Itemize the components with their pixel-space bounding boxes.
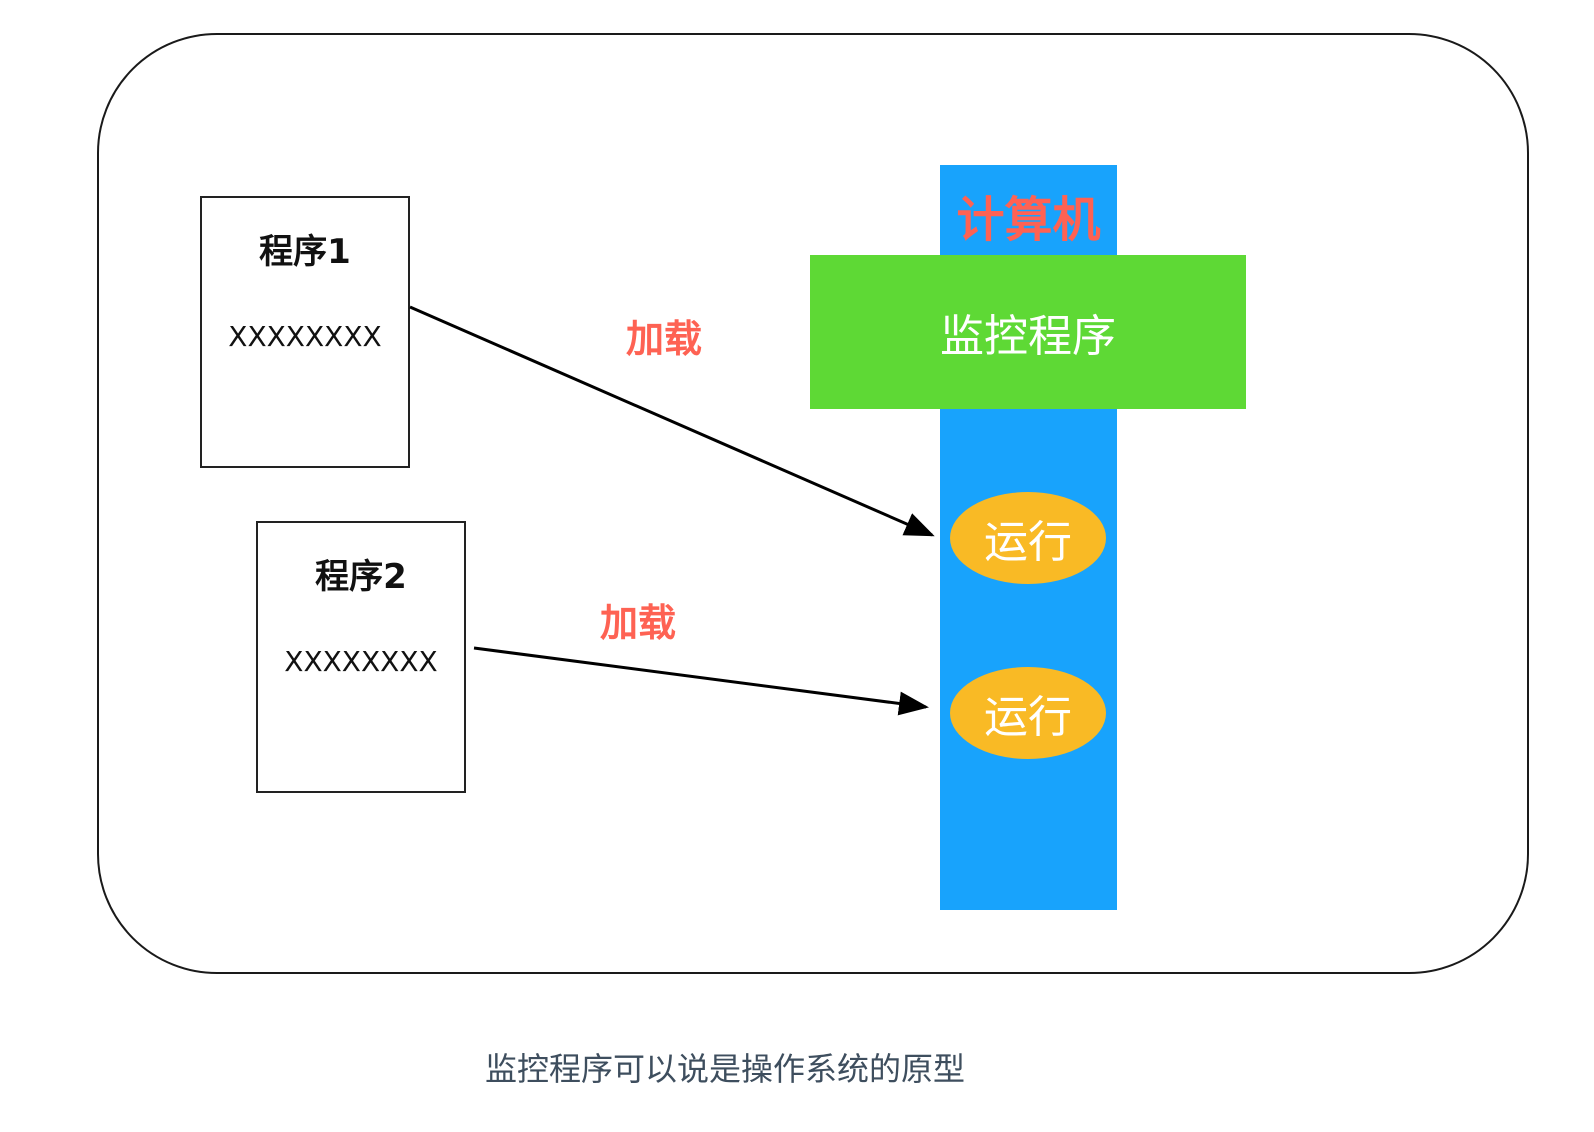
run-label-2: 运行: [984, 692, 1072, 743]
load-label-2: 加载: [600, 601, 677, 645]
load-arrow-2: [473, 646, 929, 716]
program-2-content: XXXXXXXX: [284, 645, 438, 678]
monitor-program-block: 监控程序: [810, 255, 1246, 409]
load-label-1: 加载: [626, 317, 703, 361]
program-2-title: 程序2: [315, 557, 407, 597]
figure-caption: 监控程序可以说是操作系统的原型: [484, 1050, 965, 1088]
load-arrow-1: [409, 305, 935, 537]
program-1-title: 程序1: [259, 232, 351, 272]
outer-frame: [97, 33, 1529, 974]
run-ellipse-2: 运行: [950, 667, 1106, 759]
run-label-1: 运行: [984, 517, 1072, 568]
program-2-box: 程序2 XXXXXXXX: [256, 521, 466, 793]
monitor-program-label: 监控程序: [940, 311, 1116, 362]
computer-label: 计算机: [956, 192, 1101, 248]
program-1-content: XXXXXXXX: [228, 320, 382, 353]
run-ellipse-1: 运行: [950, 492, 1106, 584]
program-1-box: 程序1 XXXXXXXX: [200, 196, 410, 468]
